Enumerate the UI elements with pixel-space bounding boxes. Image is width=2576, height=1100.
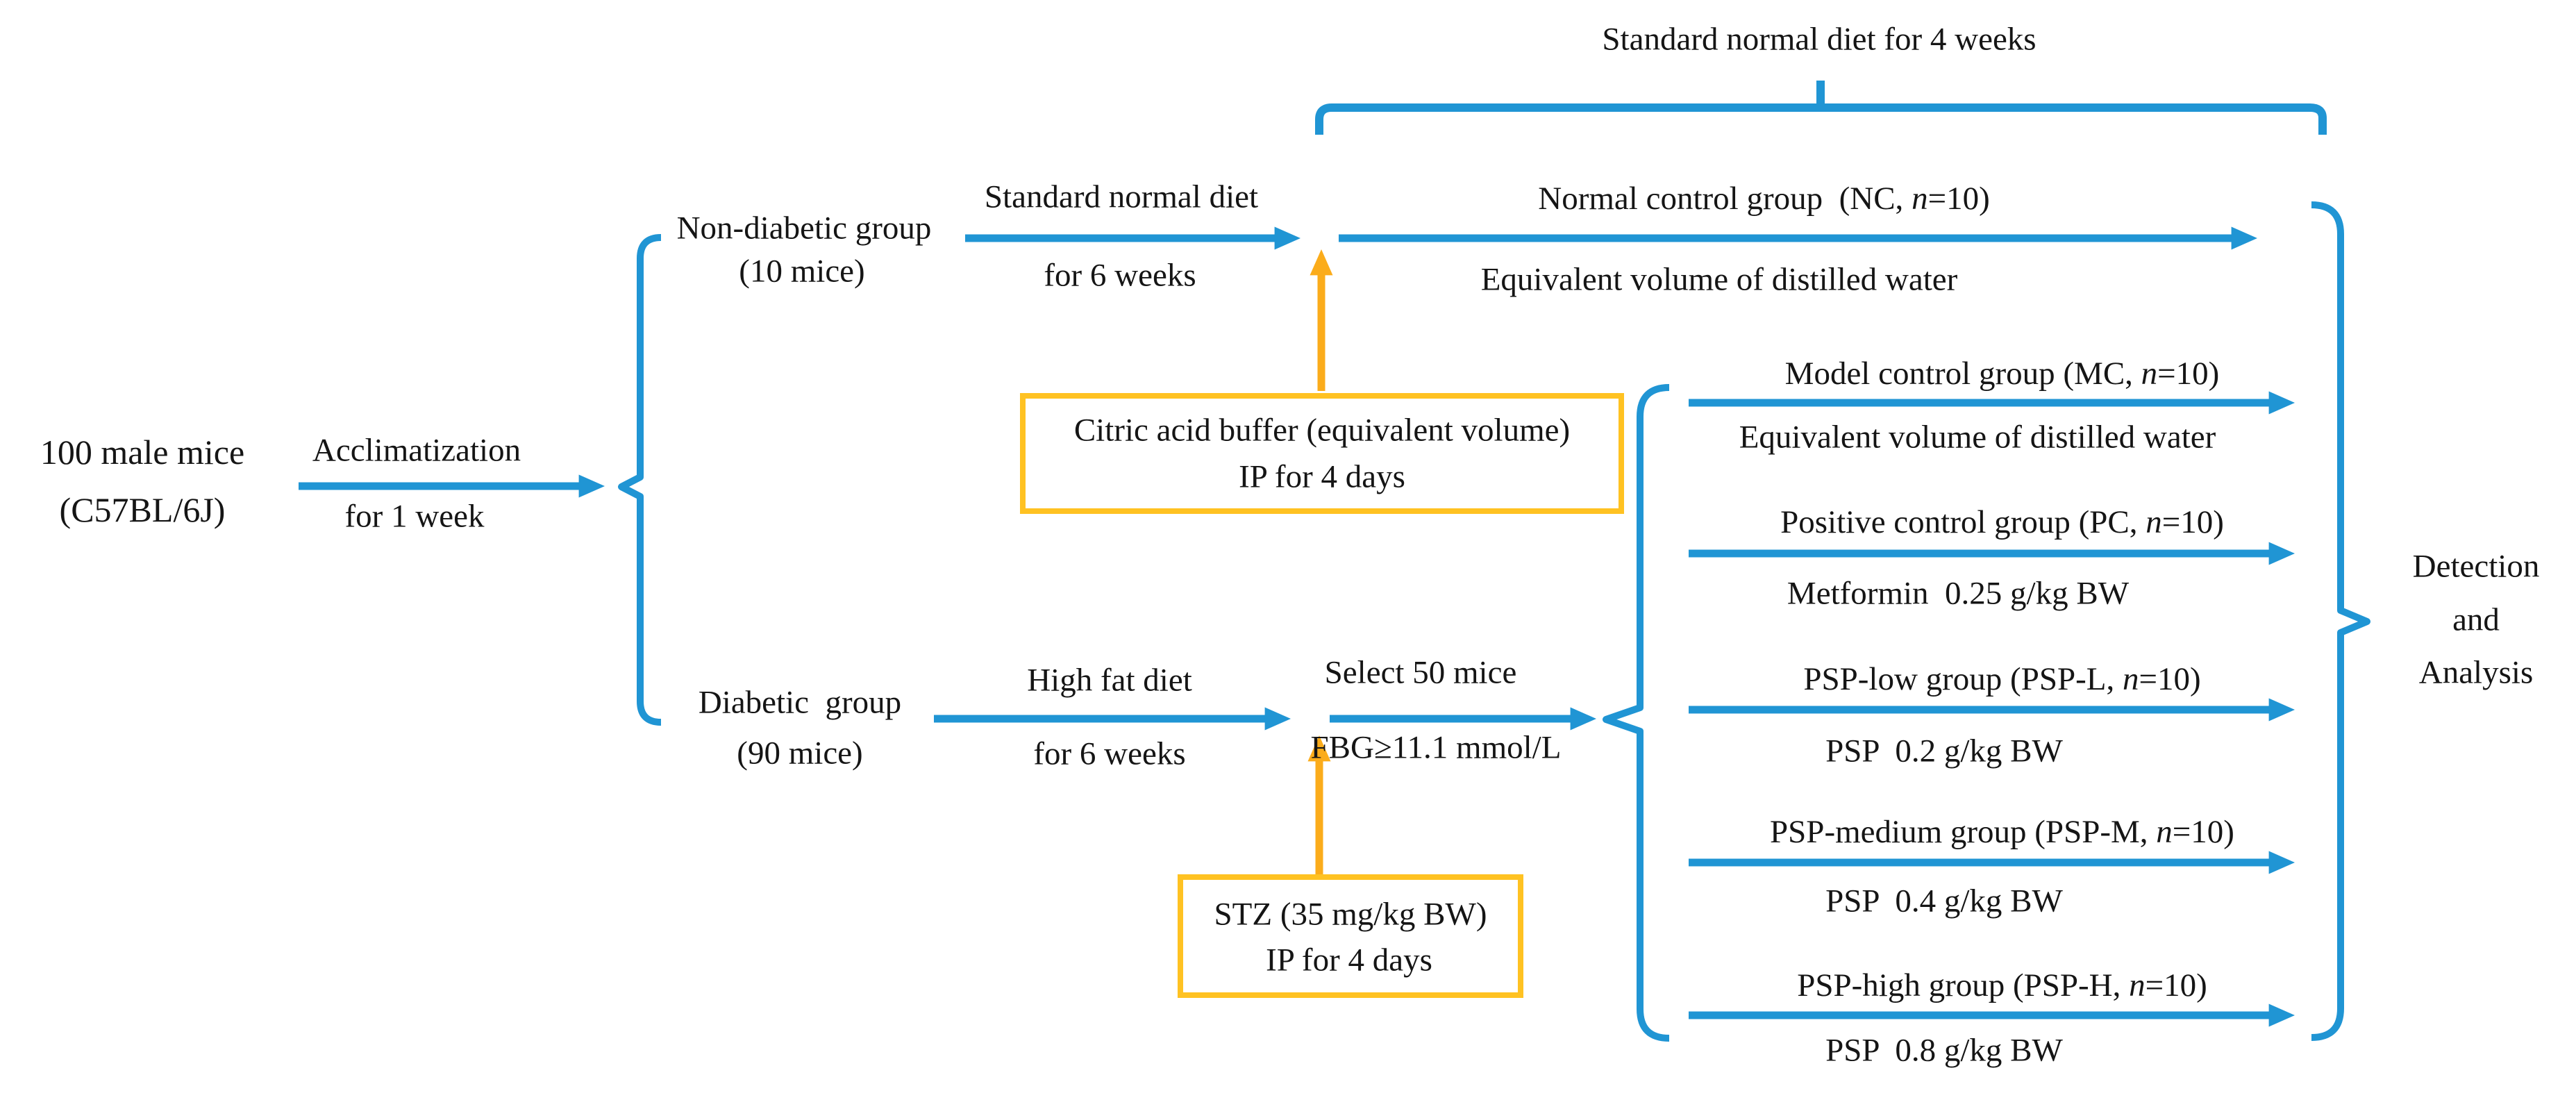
diabetic-group-line2: (90 mice) xyxy=(737,735,863,772)
standard-diet-duration: for 6 weeks xyxy=(1044,257,1196,294)
top-bracket-label: Standard normal diet for 4 weeks xyxy=(1602,21,2036,58)
psp-low-label-suffix: =10) xyxy=(2139,660,2201,697)
acclimatization-label: Acclimatization xyxy=(312,432,521,469)
standard-diet-label: Standard normal diet xyxy=(984,178,1259,215)
citric-box-line2: IP for 4 days xyxy=(1239,458,1405,495)
high-fat-diet-label: High fat diet xyxy=(1027,662,1192,699)
psp-low-label-n: n xyxy=(2122,660,2139,697)
normal-control-treatment: Equivalent volume of distilled water xyxy=(1480,261,1958,298)
psp-high-label-prefix: PSP-high group (PSP-H, xyxy=(1797,967,2130,1003)
psp-medium-treatment: PSP 0.4 g/kg BW xyxy=(1825,883,2063,919)
model-control-treatment: Equivalent volume of distilled water xyxy=(1739,419,2216,456)
brace-five-groups xyxy=(1603,384,1670,1042)
pc-label-suffix: =10) xyxy=(2161,503,2224,540)
psp-low-group-label: PSP-low group (PSP-L, n=10) xyxy=(1771,624,2200,734)
psp-high-group-label: PSP-high group (PSP-H, n=10) xyxy=(1764,931,2207,1040)
high-fat-diet-duration: for 6 weeks xyxy=(1033,735,1186,772)
psp-high-treatment: PSP 0.8 g/kg BW xyxy=(1825,1032,2063,1069)
psp-high-label-n: n xyxy=(2129,967,2146,1003)
outcome-line3: Analysis xyxy=(2418,654,2534,691)
psp-medium-group-label: PSP-medium group (PSP-M, n=10) xyxy=(1737,777,2234,887)
select-mice-label: Select 50 mice xyxy=(1324,654,1517,691)
psp-medium-label-prefix: PSP-medium group (PSP-M, xyxy=(1770,813,2157,850)
nc-label-suffix: =10) xyxy=(1927,180,1990,217)
start-population-line1: 100 male mice xyxy=(40,433,245,472)
mc-label-suffix: =10) xyxy=(2157,355,2220,392)
outcome-line1: Detection xyxy=(2412,548,2540,585)
mc-label-prefix: Model control group (MC, xyxy=(1784,355,2141,392)
stz-box-line1: STZ (35 mg/kg BW) xyxy=(1214,896,1487,933)
stz-box-line2: IP for 4 days xyxy=(1266,942,1432,978)
bracket-top xyxy=(1315,103,2327,135)
pc-label-prefix: Positive control group (PC, xyxy=(1780,503,2146,540)
nondiabetic-group-line2: (10 mice) xyxy=(739,253,865,290)
psp-low-treatment: PSP 0.2 g/kg BW xyxy=(1825,733,2063,769)
nc-label-prefix: Normal control group (NC, xyxy=(1538,180,1912,217)
nondiabetic-group-line1: Non-diabetic group xyxy=(676,210,932,247)
diabetic-group-line1: Diabetic group xyxy=(698,684,902,721)
model-control-group-label: Model control group (MC, n=10) xyxy=(1753,319,2220,428)
psp-high-label-suffix: =10) xyxy=(2145,967,2207,1003)
acclimatization-duration: for 1 week xyxy=(344,498,485,535)
box-citric-acid-buffer xyxy=(1020,393,1624,514)
fbg-criterion-label: FBG≥11.1 mmol/L xyxy=(1310,729,1562,766)
positive-control-group-label: Positive control group (PC, n=10) xyxy=(1748,467,2224,577)
psp-low-label-prefix: PSP-low group (PSP-L, xyxy=(1803,660,2123,697)
mc-label-n: n xyxy=(2141,355,2158,392)
citric-box-line1: Citric acid buffer (equivalent volume) xyxy=(1073,412,1571,449)
box-stz xyxy=(1178,874,1523,998)
outcome-line2: and xyxy=(2452,601,2500,638)
bracket-outcome xyxy=(2311,201,2370,1041)
nc-label-n: n xyxy=(1912,180,1928,217)
positive-control-treatment: Metformin 0.25 g/kg BW xyxy=(1787,575,2130,612)
psp-medium-label-n: n xyxy=(2156,813,2173,850)
normal-control-group-label: Normal control group (NC, n=10) xyxy=(1505,144,1989,253)
brace-split-two-groups xyxy=(618,234,662,726)
start-population-line2: (C57BL/6J) xyxy=(59,490,226,529)
psp-medium-label-suffix: =10) xyxy=(2172,813,2234,850)
pc-label-n: n xyxy=(2146,503,2162,540)
